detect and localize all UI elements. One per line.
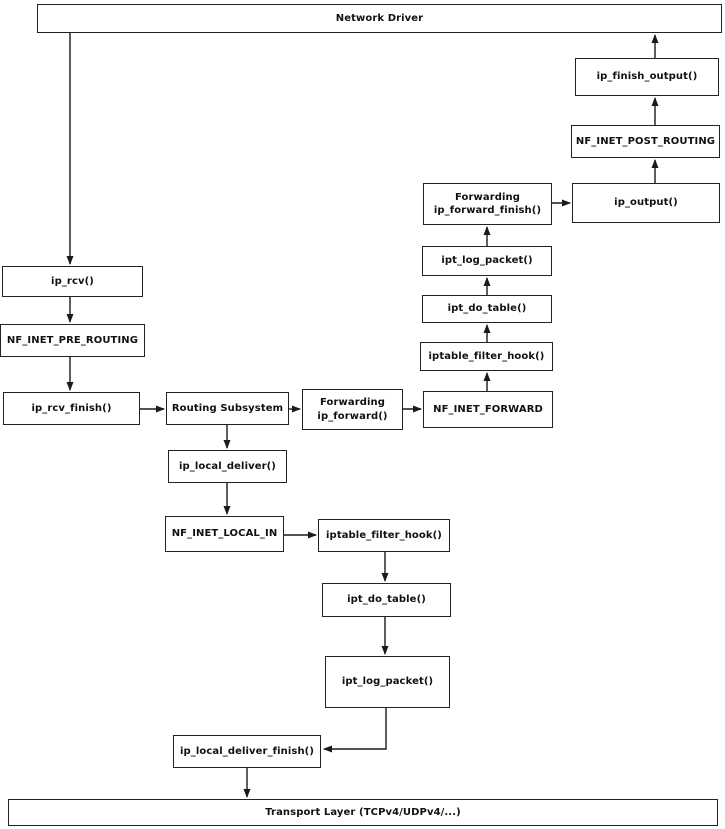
node-ip-rcv-finish: ip_rcv_finish()	[3, 392, 140, 425]
node-ip-local-deliver: ip_local_deliver()	[168, 450, 287, 483]
node-ipt-do-table-local: ipt_do_table()	[322, 583, 451, 617]
node-ip-finish-output: ip_finish_output()	[575, 58, 719, 96]
node-nf-inet-post-routing-label: NF_INET_POST_ROUTING	[575, 135, 716, 147]
node-ipt-log-packet-forward-label: ipt_log_packet()	[441, 255, 533, 267]
node-ip-rcv-label: ip_rcv()	[51, 275, 94, 287]
node-nf-inet-local-in: NF_INET_LOCAL_IN	[165, 516, 284, 552]
node-ipt-log-packet-local: ipt_log_packet()	[325, 656, 450, 708]
node-ip-finish-output-label: ip_finish_output()	[596, 71, 698, 83]
node-iptable-filter-hook-local: iptable_filter_hook()	[318, 519, 450, 552]
node-iptable-filter-hook-local-label: iptable_filter_hook()	[326, 529, 442, 541]
node-forwarding-ip-forward-finish-line1: Forwarding	[454, 191, 520, 203]
node-forwarding-ip-forward-finish-line2: ip_forward_finish()	[433, 205, 542, 216]
node-iptable-filter-hook-forward-label: iptable_filter_hook()	[428, 350, 545, 362]
node-iptable-filter-hook-forward: iptable_filter_hook()	[420, 342, 553, 371]
node-ipt-log-packet-forward: ipt_log_packet()	[422, 246, 552, 276]
node-forwarding-ip-forward-line2: ip_forward()	[317, 410, 388, 422]
node-ipt-log-packet-local-label: ipt_log_packet()	[341, 676, 434, 688]
node-nf-inet-forward-label: NF_INET_FORWARD	[433, 403, 543, 415]
node-ip-local-deliver-finish-label: ip_local_deliver_finish()	[179, 745, 315, 757]
node-ipt-do-table-local-label: ipt_do_table()	[347, 594, 426, 606]
node-ipt-do-table-forward: ipt_do_table()	[422, 295, 552, 323]
node-ip-rcv: ip_rcv()	[2, 266, 143, 297]
node-ip-rcv-finish-label: ip_rcv_finish()	[31, 402, 112, 414]
node-ip-local-deliver-finish: ip_local_deliver_finish()	[173, 735, 321, 768]
node-transport-layer: Transport Layer (TCPv4/UDPv4/...)	[8, 799, 718, 826]
node-forwarding-ip-forward-finish: Forwarding ip_forward_finish()	[423, 183, 552, 225]
node-nf-inet-pre-routing: NF_INET_PRE_ROUTING	[0, 324, 145, 357]
node-routing-subsystem: Routing Subsystem	[166, 392, 289, 425]
node-ip-output-label: ip_output()	[614, 197, 678, 209]
node-nf-inet-local-in-label: NF_INET_LOCAL_IN	[171, 528, 278, 540]
node-forwarding-ip-forward-line1: Forwarding	[319, 397, 385, 408]
node-ip-output: ip_output()	[572, 183, 720, 223]
node-transport-layer-label: Transport Layer (TCPv4/UDPv4/...)	[265, 806, 461, 818]
node-routing-subsystem-label: Routing Subsystem	[171, 402, 284, 414]
node-network-driver: Network Driver	[37, 4, 722, 33]
node-ip-local-deliver-label: ip_local_deliver()	[179, 460, 276, 472]
node-network-driver-label: Network Driver	[335, 12, 424, 24]
node-forwarding-ip-forward: Forwarding ip_forward()	[302, 389, 403, 430]
node-ipt-do-table-forward-label: ipt_do_table()	[447, 303, 527, 315]
node-nf-inet-pre-routing-label: NF_INET_PRE_ROUTING	[6, 334, 139, 346]
node-nf-inet-post-routing: NF_INET_POST_ROUTING	[571, 125, 720, 158]
node-nf-inet-forward: NF_INET_FORWARD	[423, 391, 553, 428]
